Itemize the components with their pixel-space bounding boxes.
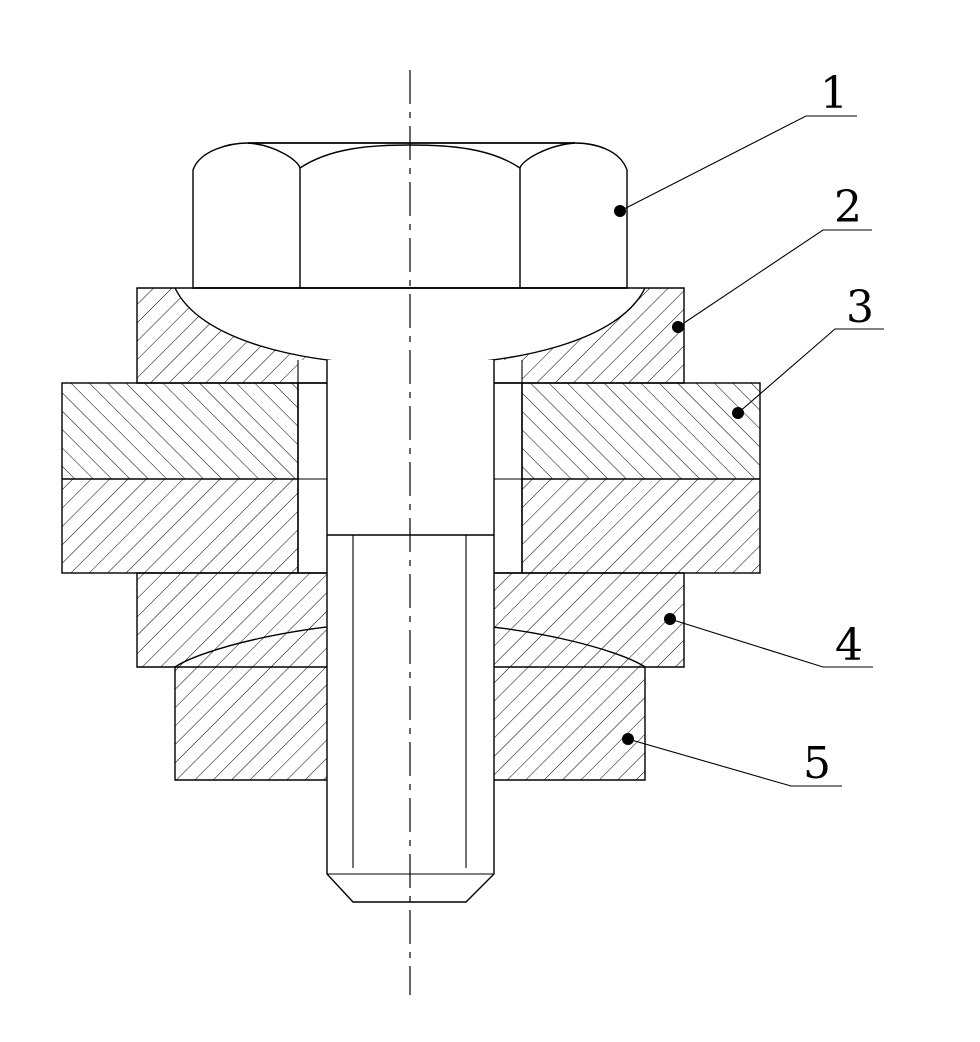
leader-1: [614, 115, 857, 217]
leader-5: [622, 733, 842, 787]
callout-label-4: 4: [835, 620, 863, 671]
callout-label-1: 1: [820, 68, 848, 119]
hex-bolt-head: [192, 142, 628, 289]
leader-2: [672, 229, 872, 333]
leader-4: [664, 613, 873, 668]
leader-3: [732, 328, 884, 419]
bolt-shank: [326, 360, 495, 903]
callout-label-5: 5: [803, 738, 831, 789]
callout-label-2: 2: [834, 182, 862, 233]
callout-label-3: 3: [846, 282, 874, 333]
